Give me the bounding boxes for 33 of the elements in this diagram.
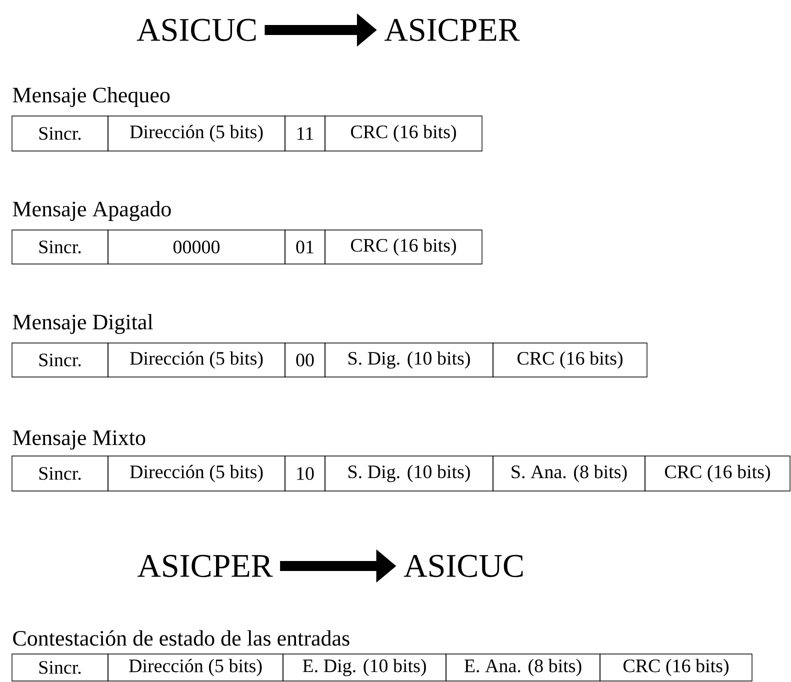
message-heading: Mensaje Mixto xyxy=(12,430,146,450)
field-cell: Sincr. xyxy=(12,456,108,492)
field-cell: Sincr. xyxy=(12,654,108,682)
field-cell: 00 xyxy=(284,342,326,378)
field-cell: 01 xyxy=(284,230,326,264)
title-text: ASICPER xyxy=(137,554,273,578)
field-cell: E. Dig. (10 bits) xyxy=(282,654,446,682)
field-cell: CRC (16 bits) xyxy=(644,456,790,492)
message-heading: Mensaje Digital xyxy=(12,314,153,334)
field-cell: S. Ana. (8 bits) xyxy=(492,456,646,492)
field-cell: S. Dig. (10 bits) xyxy=(324,456,494,492)
message-heading: Mensaje Apagado xyxy=(12,201,171,221)
message-heading: Contestación de estado de las entradas xyxy=(13,630,350,646)
field-cell: Dirección (5 bits) xyxy=(108,456,286,492)
field-cell: CRC (16 bits) xyxy=(324,116,482,152)
title-text: ASICPER xyxy=(384,18,520,42)
title-text: ASICUC xyxy=(136,18,256,42)
field-cell: Sincr. xyxy=(12,342,108,378)
title-text: ASICUC xyxy=(404,554,523,578)
field-cell: CRC (16 bits) xyxy=(600,654,752,682)
field-cell: 11 xyxy=(284,116,326,152)
field-cell: Dirección (5 bits) xyxy=(108,342,286,378)
field-cell: CRC (16 bits) xyxy=(324,230,482,264)
field-cell: Sincr. xyxy=(12,230,108,264)
field-cell: Dirección (5 bits) xyxy=(108,654,284,682)
field-cell: S. Dig. (10 bits) xyxy=(324,342,494,378)
field-cell: Dirección (5 bits) xyxy=(108,116,286,152)
field-cell: 10 xyxy=(284,456,326,492)
field-cell: CRC (16 bits) xyxy=(492,342,648,378)
field-cell: E. Ana. (8 bits) xyxy=(446,654,600,682)
field-cell: 00000 xyxy=(108,230,286,264)
message-heading: Mensaje Chequeo xyxy=(12,87,170,107)
field-cell: Sincr. xyxy=(12,116,108,152)
